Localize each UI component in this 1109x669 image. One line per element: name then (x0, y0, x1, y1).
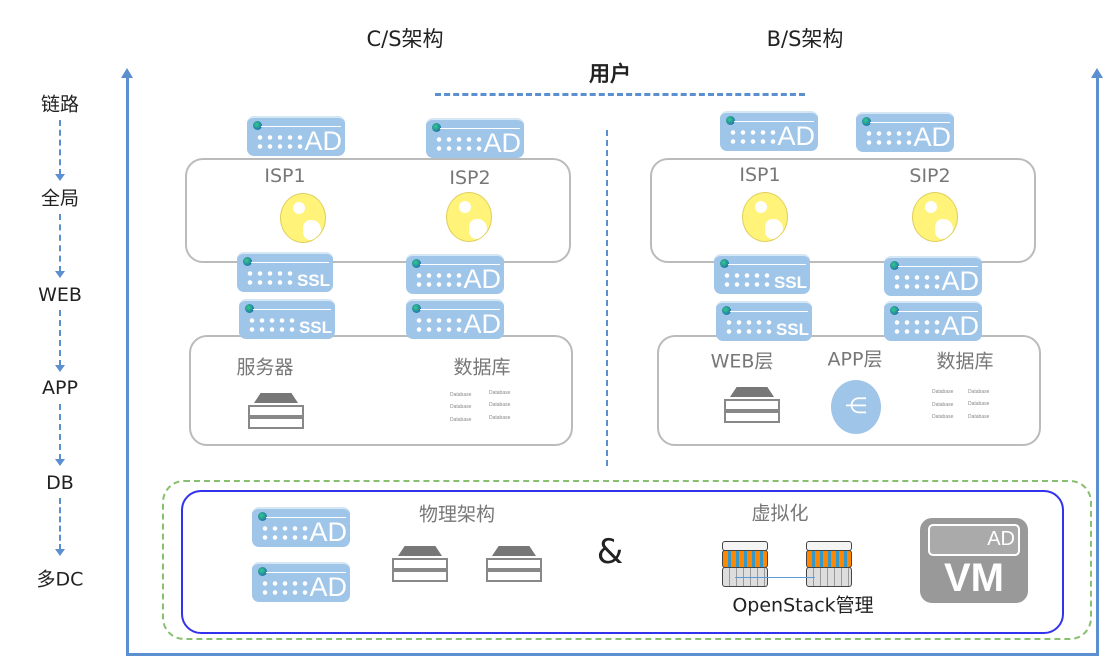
user-label: 用户 (589, 62, 631, 86)
layer-arrow (59, 310, 61, 366)
layer-web: WEB (38, 284, 82, 306)
server-icon (248, 393, 304, 431)
globe-icon (912, 192, 958, 242)
globe-icon (742, 192, 788, 242)
bs-isp1-label: ISP1 (739, 164, 781, 186)
vm-icon: AD VM (920, 518, 1028, 603)
dc-outer-box (162, 480, 1092, 640)
app-distribution-icon: ⋲ (831, 380, 881, 434)
user-line (435, 93, 805, 96)
layer-arrow (59, 214, 61, 272)
database-item: Database (489, 402, 511, 408)
right-axis-arrow (1091, 68, 1103, 78)
database-item: Database (450, 417, 472, 423)
database-item: Database (450, 404, 472, 410)
database-item: Database (932, 389, 954, 395)
arrow-head (55, 365, 65, 372)
arrow-head (55, 549, 65, 556)
ssl-device-icon: SSL (239, 299, 335, 339)
ad-device-icon: AD (720, 111, 818, 151)
left-axis-arrow (121, 68, 133, 78)
layer-db: DB (46, 472, 74, 494)
database-item: Database (968, 389, 990, 395)
database-item: Database (968, 401, 990, 407)
right-axis (1096, 76, 1099, 656)
server-icon (486, 546, 542, 584)
dc-inner-box (181, 490, 1064, 634)
ad-device-icon: AD (252, 507, 350, 547)
rack-server-icon (806, 541, 852, 587)
layer-app: APP (42, 377, 78, 399)
arrow-head (55, 174, 65, 181)
globe-icon (280, 193, 326, 243)
database-item: Database (968, 414, 990, 420)
bs-title: B/S架构 (766, 27, 844, 51)
layer-link: 链路 (40, 93, 80, 116)
ad-device-icon: AD (252, 562, 350, 602)
layer-global: 全局 (40, 187, 80, 210)
ssl-device-icon: SSL (716, 301, 812, 341)
vm-ad-label: AD (987, 528, 1015, 550)
bs-database-label: 数据库 (936, 350, 994, 373)
cs-server-box (189, 335, 573, 446)
cs-server-label: 服务器 (236, 356, 294, 379)
rack-server-icon (722, 541, 768, 587)
vm-label: VM (944, 556, 1004, 600)
layer-arrow (59, 498, 61, 550)
database-item: Database (932, 402, 954, 408)
ssl-device-icon: SSL (237, 252, 333, 292)
layer-arrow (59, 120, 61, 175)
cs-title: C/S架构 (366, 27, 444, 51)
database-item: Database (489, 415, 511, 421)
globe-icon (446, 192, 492, 242)
ad-device-icon: AD (406, 299, 504, 339)
bs-web-label: WEB层 (710, 350, 774, 373)
left-axis (126, 76, 129, 656)
bs-server-box (657, 335, 1041, 446)
ad-device-icon: AD (856, 112, 954, 152)
bs-isp-box (650, 158, 1036, 263)
arrow-head (55, 459, 65, 466)
cs-database-label: 数据库 (453, 356, 511, 379)
cs-bs-divider (606, 130, 608, 466)
arrow-head (55, 271, 65, 278)
database-item: Database (932, 414, 954, 420)
ad-device-icon: AD (426, 118, 524, 158)
bottom-axis (126, 653, 1099, 656)
openstack-label: OpenStack管理 (732, 594, 874, 617)
cs-isp-box (185, 158, 571, 263)
physical-label: 物理架构 (418, 503, 496, 526)
layer-arrow (59, 404, 61, 460)
cs-isp1-label: ISP1 (264, 165, 306, 187)
layer-multi-dc: 多DC (36, 568, 84, 591)
bs-isp2-label: SIP2 (909, 165, 951, 187)
ad-device-icon: AD (884, 256, 982, 296)
database-item: Database (489, 390, 511, 396)
cs-isp2-label: ISP2 (449, 167, 491, 189)
ad-device-icon: AD (406, 254, 504, 294)
bs-app-label: APP层 (827, 348, 883, 371)
server-icon (724, 387, 780, 425)
database-item: Database (450, 392, 472, 398)
rack-link (735, 577, 815, 578)
ad-device-icon: AD (247, 116, 345, 156)
ssl-device-icon: SSL (714, 254, 810, 294)
server-icon (392, 546, 448, 584)
ad-device-icon: AD (884, 301, 982, 341)
virtual-label: 虚拟化 (751, 502, 809, 525)
ampersand: & (596, 532, 624, 572)
